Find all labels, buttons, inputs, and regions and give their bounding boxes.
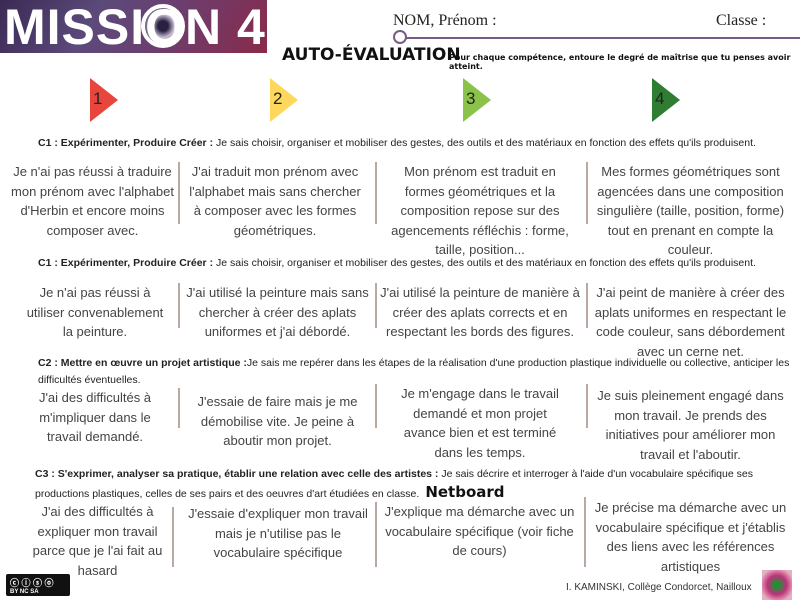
column-divider xyxy=(178,388,180,428)
column-divider xyxy=(586,283,588,328)
criterion-level-2[interactable]: J'essaie de faire mais je me démobilise … xyxy=(197,394,358,448)
criterion-level-4[interactable]: J'ai peint de manière à créer des aplats… xyxy=(594,285,787,359)
competency-text: Je sais choisir, organiser et mobiliser … xyxy=(213,257,756,269)
circle-icon xyxy=(393,30,407,44)
column-divider xyxy=(375,502,377,567)
level-2-marker[interactable]: 2 xyxy=(270,78,298,122)
competency-title: C1 : Expérimenter, Produire Créer : xyxy=(38,137,214,149)
divider-line xyxy=(400,37,800,39)
criterion-level-3[interactable]: Mon prénom est traduit en formes géométr… xyxy=(391,164,569,257)
competency-text: Je sais décrire et interroger à l'aide d… xyxy=(35,468,753,500)
instruction: Pour chaque compétence, entoure le degré… xyxy=(449,53,791,71)
competency-c1-paint: C1 : Expérimenter, Produire Créer : Je s… xyxy=(38,255,798,272)
criterion-level-2[interactable]: J'essaie d'expliquer mon travail mais je… xyxy=(188,506,368,560)
competency-c2: C2 : Mettre en œuvre un projet artistiqu… xyxy=(38,355,798,389)
competency-title: C2 : Mettre en œuvre un projet artistiqu… xyxy=(38,357,247,369)
column-divider xyxy=(375,384,377,428)
criterion-level-1[interactable]: J'ai des difficultés à expliquer mon tra… xyxy=(32,504,163,578)
competency-c1: C1 : Expérimenter, Produire Créer : Je s… xyxy=(38,135,798,152)
criterion-level-3[interactable]: J'ai utilisé la peinture de manière à cr… xyxy=(380,285,580,339)
column-divider xyxy=(178,162,180,224)
netboard-label: Netboard xyxy=(425,483,505,501)
column-divider xyxy=(178,283,180,328)
page-title: AUTO-ÉVALUATION xyxy=(282,45,461,65)
competency-text: Je sais me repérer dans les étapes de la… xyxy=(38,357,790,386)
criterion-level-4[interactable]: Mes formes géométriques sont agencées da… xyxy=(596,164,785,257)
column-divider xyxy=(586,162,588,224)
criterion-level-4[interactable]: Je suis pleinement engagé dans mon trava… xyxy=(597,388,784,462)
column-divider xyxy=(375,162,377,224)
criterion-level-2[interactable]: J'ai utilisé la peinture mais sans cherc… xyxy=(186,285,369,339)
column-divider xyxy=(172,507,174,567)
competency-title: C1 : Expérimenter, Produire Créer : xyxy=(38,257,214,269)
column-divider xyxy=(584,497,586,567)
criterion-level-1[interactable]: Je n'ai pas réussi à traduire mon prénom… xyxy=(11,164,174,238)
class-label: Classe : xyxy=(716,12,767,29)
author-credit: I. KAMINSKI, Collège Condorcet, Nailloux xyxy=(566,582,752,593)
criterion-level-1[interactable]: J'ai des difficultés à m'impliquer dans … xyxy=(38,390,152,444)
competency-text: Je sais choisir, organiser et mobiliser … xyxy=(213,137,756,149)
competency-title: C3 : S'exprimer, analyser sa pratique, é… xyxy=(35,468,439,480)
license-text: BY NC SA xyxy=(10,589,39,595)
criterion-level-4[interactable]: Je précise ma démarche avec un vocabulai… xyxy=(594,500,787,574)
criterion-level-3[interactable]: Je m'engage dans le travail demandé et m… xyxy=(401,386,559,460)
criterion-level-2[interactable]: J'ai traduit mon prénom avec l'alphabet … xyxy=(189,164,361,238)
eye-thumbnail-icon xyxy=(762,570,792,600)
competency-c3: C3 : S'exprimer, analyser sa pratique, é… xyxy=(35,466,795,503)
logo-text: MISSION 4 xyxy=(4,0,266,53)
column-divider xyxy=(375,283,377,328)
level-label: 2 xyxy=(273,89,283,108)
criterion-level-1[interactable]: Je n'ai pas réussi à utiliser convenable… xyxy=(26,285,164,339)
level-4-marker[interactable]: 4 xyxy=(652,78,680,122)
criterion-level-3[interactable]: J'explique ma démarche avec un vocabulai… xyxy=(384,504,575,558)
column-divider xyxy=(586,384,588,428)
eye-icon xyxy=(141,4,185,48)
level-label: 4 xyxy=(655,89,665,108)
name-label: NOM, Prénom : xyxy=(393,12,497,29)
level-label: 1 xyxy=(93,89,103,108)
mission-logo: MISSION 4 xyxy=(0,0,267,53)
level-label: 3 xyxy=(466,89,476,108)
level-3-marker[interactable]: 3 xyxy=(463,78,491,122)
level-1-marker[interactable]: 1 xyxy=(90,78,118,122)
